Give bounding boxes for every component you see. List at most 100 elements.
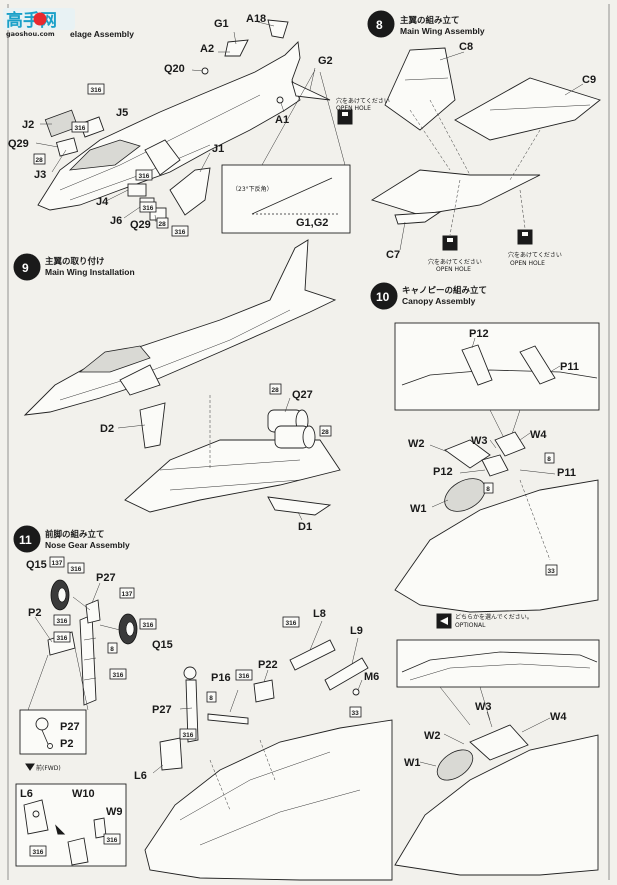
code-316: 316	[57, 618, 68, 625]
step-11-badge	[13, 525, 41, 553]
part-Q15-wheel-b	[118, 613, 138, 645]
open-hole-jp: 穴をあけてください	[508, 251, 562, 259]
part-label-A18: A18	[246, 13, 266, 25]
open-hole-en: OPEN HOLE	[436, 266, 471, 273]
code-8: 8	[209, 695, 213, 702]
step-10-title-en: Canopy Assembly	[402, 296, 476, 306]
part-D2-drawing	[139, 402, 166, 449]
step-9-main-wing-installation: 9 主翼の取り付け Main Wing Installation D2 Q27 …	[13, 239, 341, 533]
code-8: 8	[486, 486, 490, 493]
part-label-W10: W10	[72, 788, 95, 800]
code-28: 28	[322, 429, 330, 436]
part-label-G2: G2	[318, 55, 333, 67]
open-hole-jp: 穴をあけてください	[336, 97, 390, 105]
step-9-title-jp: 主翼の取り付け	[45, 256, 105, 267]
part-W2-drawing	[444, 439, 491, 469]
part-label-P27-a: P27	[96, 572, 116, 584]
code-316: 316	[57, 635, 68, 642]
code-316: 316	[239, 673, 250, 680]
code-316: 316	[91, 87, 102, 94]
code-316: 316	[71, 566, 82, 573]
code-8: 8	[110, 646, 114, 653]
part-P22-drawing	[253, 679, 275, 703]
part-W4-drawing	[494, 431, 526, 457]
part-label-J1: J1	[212, 143, 224, 155]
part-label-L6-b: L6	[20, 788, 33, 800]
code-137: 137	[52, 560, 63, 567]
part-label-P22: P22	[258, 659, 278, 671]
step-7-fuselage-assembly: elage Assembly	[8, 13, 351, 237]
part-label-P12: P12	[469, 328, 489, 340]
part-label-Q29-b: Q29	[130, 219, 151, 231]
part-C8-drawing	[384, 47, 456, 131]
part-label-P2-a: P2	[28, 607, 41, 619]
code-316: 316	[175, 229, 186, 236]
open-hole-marker-2: 穴をあけてください OPEN HOLE	[428, 235, 482, 273]
code-316: 316	[286, 620, 297, 627]
step-8-title-en: Main Wing Assembly	[400, 26, 485, 36]
step-10-number: 10	[376, 290, 390, 304]
part-label-W2-b: W2	[424, 730, 441, 742]
watermark-url: gaoshou.com	[6, 30, 55, 38]
code-28: 28	[36, 157, 44, 164]
code-8: 8	[547, 456, 551, 463]
step-7-title-en: elage Assembly	[70, 29, 134, 39]
part-label-G1G2: G1,G2	[296, 217, 328, 229]
part-Q27-drawing	[267, 409, 316, 449]
optional-canopy-box	[396, 639, 600, 688]
part-label-P11-b: P11	[557, 467, 576, 479]
part-label-Q29-a: Q29	[8, 138, 29, 150]
part-label-P27-c: P27	[152, 704, 172, 716]
fuselage-drawing	[37, 41, 301, 211]
code-33: 33	[548, 568, 556, 575]
code-28: 28	[159, 221, 167, 228]
part-label-J4: J4	[96, 196, 109, 208]
optional-en: OPTIONAL	[455, 622, 486, 629]
part-label-Q15-a: Q15	[26, 559, 47, 571]
part-label-G1: G1	[214, 18, 229, 30]
part-label-W4-b: W4	[550, 711, 567, 723]
step-11-number: 11	[19, 533, 32, 547]
part-C9-drawing	[454, 77, 601, 141]
canopy-detail-box	[394, 322, 600, 411]
part-label-L6-a: L6	[134, 770, 147, 782]
part-label-L8: L8	[313, 608, 326, 620]
lower-wing-drawing	[370, 169, 541, 216]
watermark-glyphs: 高手网	[6, 10, 57, 31]
step-9-number: 9	[22, 261, 29, 275]
step-8-main-wing-assembly: 8 主翼の組み立て Main Wing Assembly 穴をあけてください O…	[336, 10, 601, 273]
dihedral-note: （23°下反角）	[232, 185, 273, 193]
part-label-W1-b: W1	[404, 757, 421, 769]
part-Q15-wheel-a	[50, 579, 70, 611]
part-P16-drawing	[207, 713, 249, 725]
open-hole-jp: 穴をあけてください	[428, 258, 482, 266]
part-label-A2: A2	[200, 43, 214, 55]
code-316: 316	[107, 837, 118, 844]
code-316: 316	[143, 205, 154, 212]
part-D1-drawing	[267, 496, 332, 516]
part-label-Q20: Q20	[164, 63, 185, 75]
nose-fuselage-drawing	[144, 719, 393, 881]
part-label-C8: C8	[459, 41, 473, 53]
part-G2-drawing	[291, 81, 331, 101]
nose-canopy-drawing	[394, 479, 599, 613]
part-J1-drawing	[169, 167, 211, 216]
open-hole-en: OPEN HOLE	[336, 105, 371, 112]
part-label-Q15-b: Q15	[152, 639, 173, 651]
forward-note: 前(FWD)	[36, 764, 61, 772]
step-10-title-jp: キャノピーの組み立て	[402, 285, 487, 296]
part-label-J3: J3	[34, 169, 46, 181]
part-label-J2: J2	[22, 119, 34, 131]
part-label-J5: J5	[116, 107, 128, 119]
step-8-number: 8	[376, 18, 383, 32]
part-label-Q27: Q27	[292, 389, 313, 401]
part-label-D1: D1	[298, 521, 312, 533]
part-L8-drawing	[289, 639, 336, 671]
part-label-P16: P16	[211, 672, 231, 684]
nose-gear-strut-drawing	[79, 614, 97, 706]
step-8-title-jp: 主翼の組み立て	[400, 15, 460, 26]
part-label-C9: C9	[582, 74, 596, 86]
code-137: 137	[122, 591, 133, 598]
part-label-P12-b: P12	[433, 466, 453, 478]
